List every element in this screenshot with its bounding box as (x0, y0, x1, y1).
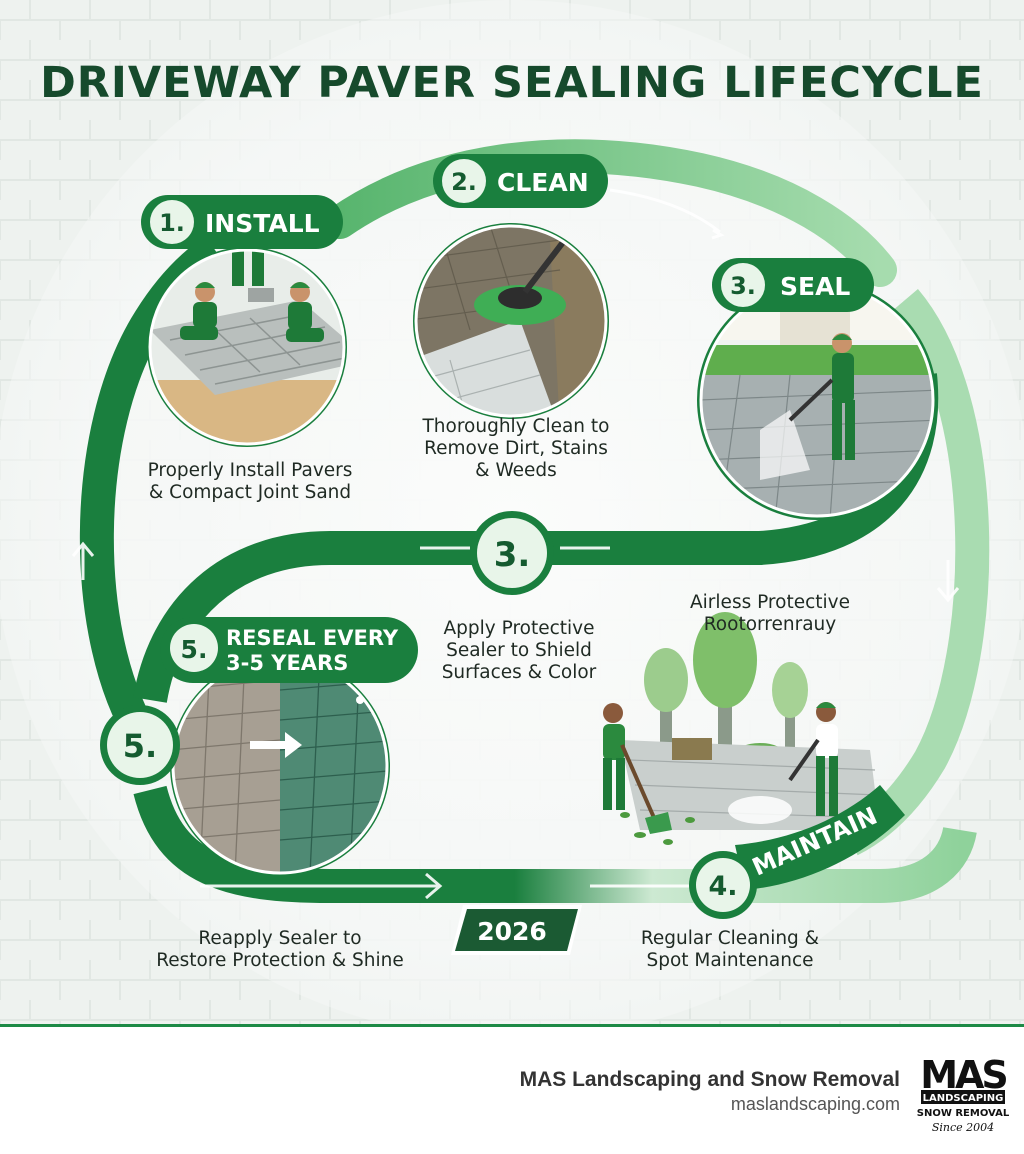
step-seal-label: SEAL (780, 272, 850, 301)
page-title: DRIVEWAY PAVER SEALING LIFECYCLE (40, 58, 984, 108)
airless-caption: Airless Protective Rootorrenrauy (660, 592, 880, 636)
caption-line: Remove Dirt, Stains (424, 438, 608, 459)
paver-install-illustration (147, 247, 347, 447)
caption-line: Reapply Sealer to (198, 928, 362, 949)
surface-cleaner-illustration (413, 223, 609, 419)
caption-line: Surfaces & Color (441, 662, 597, 683)
step-clean-badge: 2. (451, 168, 477, 196)
company-name: MAS Landscaping and Snow Removal (519, 1068, 900, 1091)
caption-line: Rootorrenrauy (703, 614, 837, 635)
step-maintain-badge: 4. (708, 871, 737, 902)
step-install-pill: 1. INSTALL (141, 195, 343, 249)
caption-line: Airless Protective (690, 592, 850, 613)
company-logo: MAS LANDSCAPING SNOW REMOVAL Since 2004 (917, 1050, 1010, 1136)
step-reseal-node-badge: 5. (123, 727, 157, 765)
caption-line: & Weeds (475, 460, 557, 481)
caption-line: Restore Protection & Shine (156, 950, 404, 971)
flow-arc-clean (323, 139, 897, 287)
company-website: maslandscaping.com (730, 1094, 900, 1114)
step-apply-badge: 3. (494, 535, 531, 575)
step-install-badge: 1. (159, 209, 185, 237)
caption-line: & Compact Joint Sand (148, 482, 352, 503)
step-reseal-label-line1: RESEAL EVERY (226, 626, 399, 650)
step-seal-badge: 3. (730, 272, 756, 300)
step-reseal-label-line2: 3-5 YEARS (226, 651, 348, 675)
footer-divider (0, 1024, 1024, 1027)
step-clean-label: CLEAN (497, 168, 589, 197)
logo-line3: Since 2004 (932, 1121, 994, 1134)
caption-line: Spot Maintenance (646, 950, 814, 971)
year-badge: 2026 (451, 905, 582, 955)
step-reseal-badge: 5. (181, 635, 208, 664)
lifecycle-diagram: 1. INSTALL 2. CLEAN 3. SEAL 5. RESEAL EV… (0, 0, 1024, 1024)
step-reseal-caption: Reapply Sealer to Restore Protection & S… (140, 928, 420, 972)
logo-line2: SNOW REMOVAL (917, 1108, 1010, 1119)
step-maintain-caption: Regular Cleaning & Spot Maintenance (620, 928, 840, 972)
step-reseal-pill: 5. RESEAL EVERY 3-5 YEARS (160, 617, 418, 683)
caption-line: Apply Protective (443, 618, 595, 639)
step-install-caption: Properly Install Pavers & Compact Joint … (120, 460, 380, 504)
caption-line: Sealer to Shield (446, 640, 592, 661)
step-seal-pill: 3. SEAL (712, 258, 874, 312)
year-badge-text: 2026 (477, 917, 547, 946)
footer (0, 1027, 1024, 1154)
step-apply-node: 3. (470, 511, 554, 595)
step-clean-caption: Thoroughly Clean to Remove Dirt, Stains … (396, 416, 636, 482)
step-install-label: INSTALL (205, 209, 320, 238)
caption-line: Properly Install Pavers (147, 460, 353, 481)
maintenance-crew-illustration (603, 612, 881, 845)
caption-line: Regular Cleaning & (640, 928, 820, 949)
logo-mark: MAS (920, 1053, 1006, 1097)
step-apply-caption: Apply Protective Sealer to Shield Surfac… (414, 618, 624, 684)
step-clean-pill: 2. CLEAN (433, 154, 608, 208)
step-reseal-node: 5. (100, 705, 180, 785)
logo-line1: LANDSCAPING (923, 1093, 1004, 1104)
caption-line: Thoroughly Clean to (422, 416, 610, 437)
